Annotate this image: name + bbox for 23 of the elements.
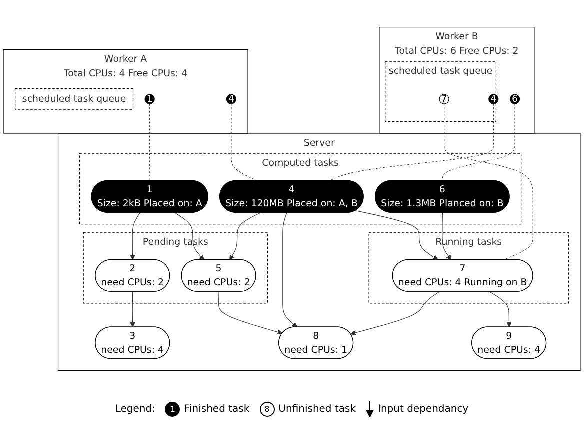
arrow <box>282 212 298 328</box>
arrow <box>442 212 452 260</box>
arrow <box>489 292 512 328</box>
arrow <box>230 212 262 260</box>
legend-task-circle: 1 <box>165 402 180 416</box>
connector <box>444 104 534 260</box>
node-box: scheduled task queue <box>15 88 134 110</box>
node-circle: 7 <box>439 94 450 104</box>
arrow <box>218 292 283 335</box>
legend-text: Input dependancy <box>378 404 469 414</box>
connector <box>442 104 516 182</box>
node-circle: 6 <box>510 94 520 104</box>
node-circle: 1 <box>144 94 155 104</box>
arrow <box>355 210 438 260</box>
connector <box>328 104 494 182</box>
legend-text: Finished task <box>184 404 250 414</box>
legend-text: Unfinished task <box>278 404 356 414</box>
node-circle: 4 <box>226 94 237 104</box>
legend-task-circle: 8 <box>260 402 275 416</box>
legend-title: Legend: <box>115 404 156 414</box>
arrow <box>130 292 136 328</box>
node-circle: 4 <box>488 94 499 104</box>
arrow <box>130 212 141 260</box>
